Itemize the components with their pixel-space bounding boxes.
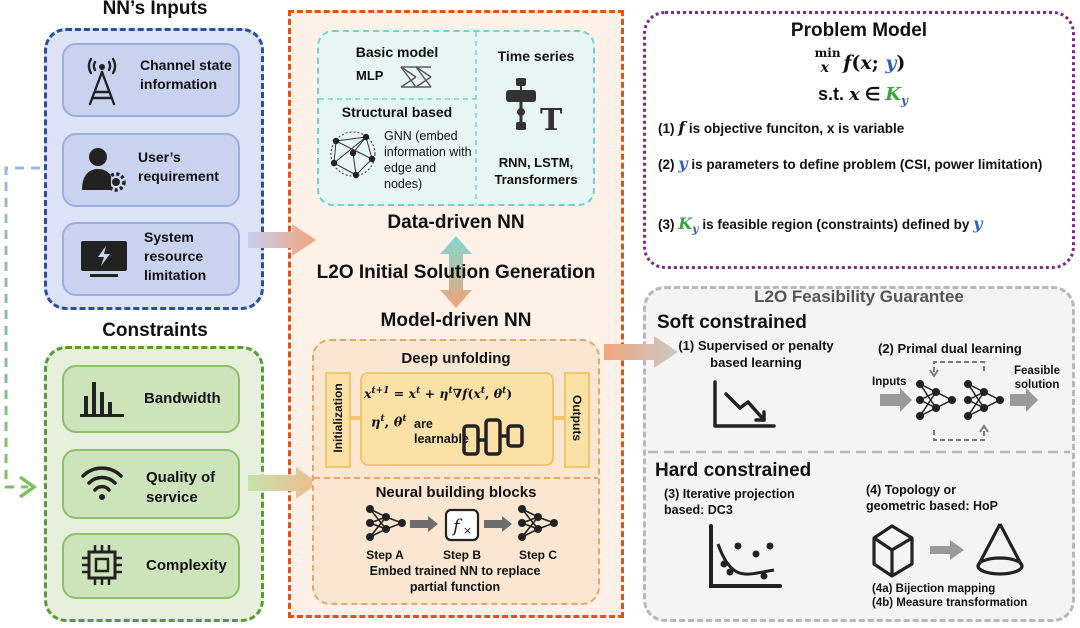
feasibility-title: L2O Feasibility Guarantee (754, 287, 964, 306)
svg-text:T: T (540, 103, 563, 138)
input-card-resource (62, 222, 240, 296)
hard-method-4: (4) Topology or geometric based: HoP (866, 483, 998, 513)
constraint-label-bandwidth: Bandwidth (144, 390, 221, 407)
monitor-power-icon (81, 241, 127, 277)
step-b-label: Step B (442, 548, 481, 562)
generation-title: L2O Initial Solution Generation (316, 262, 596, 283)
outputs-box (564, 372, 590, 468)
structural-title: Structural based (341, 104, 453, 120)
basic-model-title: Basic model (355, 44, 439, 60)
data-driven-title: Data-driven NN (387, 212, 525, 233)
initialization-box (325, 372, 351, 468)
data-driven-box (317, 30, 595, 206)
step-a-label: Step A (366, 548, 404, 562)
update-equation: xt+1 = xt + ηt∇f(xt, θt) (364, 386, 513, 402)
user-gear-icon (82, 148, 126, 192)
step-arrow-1 (410, 516, 438, 532)
nn-inputs-title: NN’s Inputs (102, 0, 208, 19)
objective-formula: min x f(x; y) (814, 46, 906, 76)
problem-point-1: (1) f is objective funciton, x is variab… (658, 118, 905, 137)
unfolding-blocks-icon (462, 418, 524, 456)
antenna-tower-icon (87, 57, 117, 106)
time-series-models: RNN, LSTM, Transformers (494, 155, 578, 187)
problem-point-3: (3) Ky is feasible region (constraints) … (658, 214, 983, 236)
deep-unfolding-title: Deep unfolding (401, 350, 511, 367)
learnable-symbols: ηt, θt (371, 414, 407, 431)
constraint-label-complexity: Complexity (146, 557, 227, 574)
basic-model-mlp: MLP (356, 68, 384, 83)
bar-chart-icon (80, 382, 124, 417)
structural-desc: GNN (embed information with edge and nod… (384, 129, 472, 191)
cpu-chip-icon (82, 545, 122, 585)
problem-point-2: (2) y is parameters to define problem (C… (658, 154, 1043, 173)
primal-dual-diagram (880, 361, 1038, 441)
soft-method-1: (1) Supervised or penalty based learning (678, 338, 834, 370)
pd-inputs-label: Inputs (872, 376, 907, 388)
model-driven-title: Model-driven NN (380, 310, 532, 331)
nbb-desc: Embed trained NN to replace partial func… (369, 564, 541, 594)
input-label-csi: Channel state information (140, 57, 232, 92)
constraint-formula: s.t. x ∈ Ky (817, 84, 909, 108)
mlp-network-icon (400, 66, 432, 88)
step-c-label: Step C (518, 548, 557, 562)
problem-model-title: Problem Model (790, 20, 928, 41)
svg-text:×: × (463, 524, 472, 537)
step-a-network-icon (366, 505, 406, 541)
feasibility-panel (643, 286, 1075, 622)
unfolding-inner-box (360, 372, 554, 466)
graph-network-icon (330, 131, 376, 179)
problem-model-panel (643, 11, 1075, 269)
constraint-card-complexity (62, 533, 240, 599)
trend-down-icon (713, 380, 776, 428)
input-card-csi (62, 43, 240, 117)
hard-constrained-title: Hard constrained (655, 460, 812, 481)
learnable-text: are learnable (414, 417, 469, 446)
constraint-card-qos (62, 449, 240, 519)
wifi-icon (81, 466, 123, 500)
step-arrow-2 (484, 516, 512, 532)
step-c-network-icon (518, 505, 558, 541)
input-label-user: User’s requirement (138, 149, 219, 184)
input-card-user (62, 133, 240, 207)
soft-method-2: (2) Primal dual learning (878, 341, 1022, 356)
constraint-card-bandwidth (62, 365, 240, 433)
hard-method-4b: (4b) Measure transformation (872, 597, 1028, 609)
nbb-title: Neural building blocks (375, 484, 537, 501)
hard-method-3: (3) Iterative projection based: DC3 (664, 487, 795, 517)
soft-constrained-title: Soft constrained (657, 312, 807, 333)
timeline-icon: T (506, 78, 563, 138)
constraint-label-qos: Quality of service (146, 469, 216, 506)
hard-method-4a: (4a) Bijection mapping (872, 583, 996, 595)
scatter-curve-icon (709, 524, 782, 588)
time-series-title: Time series (497, 48, 575, 64)
function-icon: f × (444, 508, 480, 542)
input-label-resource: System resource limitation (144, 229, 207, 283)
constraints-title: Constraints (102, 320, 208, 341)
cube-to-cone-icon (872, 523, 1024, 578)
pd-feasible-label: Feasible solution (1013, 365, 1061, 391)
